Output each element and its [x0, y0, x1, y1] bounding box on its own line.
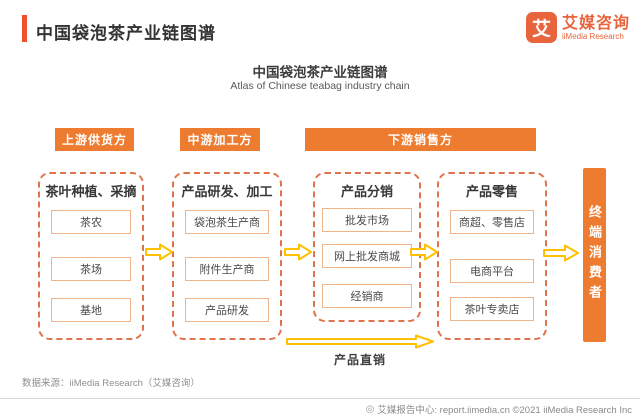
stage-tag-upstream: 上游供货方 — [55, 128, 134, 151]
direct-sales-arrow-icon — [286, 334, 434, 349]
iimedia-badge-icon: ◎ — [365, 403, 375, 415]
node-accessory-maker: 附件生产商 — [185, 257, 269, 281]
iimedia-logo-text: 艾媒咨询 iiMedia Research — [562, 15, 630, 41]
stage-tag-downstream: 下游销售方 — [305, 128, 536, 151]
end-consumer-label: 终端消费者 — [587, 205, 602, 305]
report-center-note: ◎ 艾媒报告中心: report.iimedia.cn ©2021 iiMedi… — [366, 402, 632, 416]
column-distribution: 产品分销 批发市场 网上批发商城 经销商 — [313, 172, 421, 322]
figure-title: 中国袋泡茶产业链图谱 — [252, 65, 388, 80]
node-base: 基地 — [51, 298, 131, 322]
flow-arrow-icon — [145, 243, 173, 261]
node-dealer: 经销商 — [322, 284, 412, 308]
node-supermarket: 商超、零售店 — [450, 210, 534, 234]
column-processing: 产品研发、加工 袋泡茶生产商 附件生产商 产品研发 — [172, 172, 282, 340]
figure-subtitle: Atlas of Chinese teabag industry chain — [230, 80, 410, 92]
column-title: 产品分销 — [340, 184, 393, 199]
node-tea-shop: 茶叶专卖店 — [450, 297, 534, 321]
column-title: 茶叶种植、采摘 — [45, 184, 137, 199]
node-tea-farmer: 茶农 — [51, 210, 131, 234]
flow-arrow-icon — [410, 243, 438, 261]
column-planting: 茶叶种植、采摘 茶农 茶场 基地 — [38, 172, 144, 340]
node-product-rd: 产品研发 — [185, 298, 269, 322]
node-online-wholesale: 网上批发商城 — [322, 244, 412, 268]
node-teabag-maker: 袋泡茶生产商 — [185, 210, 269, 234]
footer-divider — [0, 398, 640, 399]
column-retail: 产品零售 商超、零售店 电商平台 茶叶专卖店 — [437, 172, 547, 340]
node-tea-plantation: 茶场 — [51, 257, 131, 281]
page-title: 中国袋泡茶产业链图谱 — [36, 24, 216, 43]
logo-name: 艾媒咨询 — [561, 14, 630, 32]
flow-arrow-icon — [543, 244, 579, 262]
node-wholesale-market: 批发市场 — [322, 208, 412, 232]
iimedia-logo-icon: 艾 — [525, 12, 557, 43]
flow-arrow-icon — [284, 243, 312, 261]
stage-tag-midstream: 中游加工方 — [180, 128, 260, 151]
report-center-text: 艾媒报告中心: report.iimedia.cn ©2021 iiMedia … — [377, 405, 632, 416]
column-title: 产品研发、加工 — [181, 184, 273, 199]
title-accent-bar — [22, 15, 27, 42]
iimedia-logo: 艾 艾媒咨询 iiMedia Research — [525, 12, 630, 43]
data-source-note: 数据来源：iiMedia Research（艾媒咨询） — [22, 378, 200, 389]
end-consumer-bar: 终端消费者 — [583, 168, 606, 342]
node-ecommerce: 电商平台 — [450, 259, 534, 283]
direct-sales-label: 产品直销 — [333, 353, 386, 367]
column-title: 产品零售 — [465, 184, 518, 199]
logo-subname: iiMedia Research — [561, 31, 624, 41]
